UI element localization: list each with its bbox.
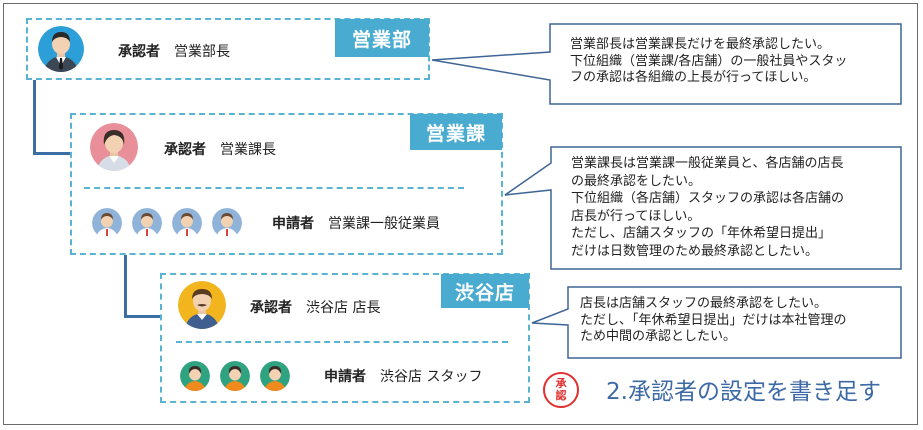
connector-eigyobu-eigyoka — [33, 80, 73, 155]
approver-label: 承認者 — [118, 44, 160, 60]
stamp-char: 認 — [555, 389, 567, 402]
diagram-frame — [3, 3, 918, 425]
callout-eigyobu-line: 下位組織（営業課/各店舗）の一般社員やスタッ — [570, 53, 848, 69]
employee-icon — [172, 208, 202, 238]
callout-eigyoka-line: の最終承認をしたい。 — [571, 173, 702, 189]
approver-label: 承認者 — [250, 300, 292, 316]
approver-label: 承認者 — [164, 142, 206, 158]
store-manager-avatar-icon — [178, 281, 226, 329]
callout-shibuya-line: 店長は店舗スタッフの最終承認をしたい。 — [580, 296, 828, 311]
approval-stamp-icon: 承 認 — [543, 372, 579, 408]
callout-shibuya-line: ため中間の承認としたい。 — [580, 329, 737, 344]
applicant-row-eigyoka: 申請者 営業課一般従業員 — [92, 208, 440, 238]
callout-eigyoka: 営業課長は営業課一般従業員と、各店舗の店長 の最終承認をしたい。 下位組織（各店… — [503, 145, 913, 275]
callout-eigyoka-line: だけは日数管理のため最終承認としたい。 — [571, 243, 819, 259]
connector-eigyoka-shibuya — [124, 255, 163, 318]
callout-eigyoka-line: ただし、店舗スタッフの「年休希望日提出」 — [571, 226, 832, 241]
approver-name: 渋谷店 店長 — [306, 300, 381, 316]
callout-eigyobu-shape — [431, 23, 902, 105]
approver-row-eigyobu: 承認者 営業部長 — [118, 41, 230, 61]
manager-avatar-icon — [38, 26, 84, 72]
employee-icon — [132, 208, 162, 238]
applicant-row-shibuya: 申請者 渋谷店 スタッフ — [180, 361, 482, 391]
step-caption: 2.承認者の設定を書き足す — [606, 379, 881, 405]
callout-eigyobu-line: 営業部長は営業課長だけを最終承認したい。 — [570, 37, 831, 52]
org-box-eigyobu: 営業部 承認者 営業部長 — [26, 18, 430, 80]
applicant-name: 営業課一般従業員 — [328, 216, 440, 232]
org-box-shibuya: 渋谷店 承認者 渋谷店 店長 申請者 渋谷店 スタッフ — [160, 273, 530, 403]
callout-shibuya-shape — [531, 286, 902, 359]
org-tag-eigyobu: 営業部 — [335, 19, 429, 57]
applicant-name: 渋谷店 スタッフ — [380, 369, 483, 385]
callout-eigyobu-line: フの承認は各組織の上長が行ってほしい。 — [570, 70, 817, 85]
applicant-label: 申請者 — [324, 369, 366, 385]
org-tag-shibuya: 渋谷店 — [441, 274, 529, 308]
callout-eigyobu: 営業部長は営業課長だけを最終承認したい。 下位組織（営業課/各店舗）の一般社員や… — [430, 22, 910, 112]
divider-shibuya — [176, 341, 508, 343]
employee-icons — [92, 208, 252, 238]
approver-row-eigyoka: 承認者 営業課長 — [164, 139, 276, 159]
employee-icon — [92, 208, 122, 238]
approver-name: 営業部長 — [174, 44, 230, 60]
staff-icons — [180, 361, 300, 391]
stamp-char: 承 — [555, 377, 567, 390]
callout-shibuya: 店長は店舗スタッフの最終承認をしたい。 ただし、「年休希望日提出」だけは本社管理… — [530, 285, 913, 365]
callout-eigyoka-line: 店長が行ってほしい。 — [571, 208, 701, 224]
approver-row-shibuya: 承認者 渋谷店 店長 — [250, 297, 380, 317]
callout-shibuya-line: ただし、「年休希望日提出」だけは本社管理の — [580, 312, 847, 328]
applicant-label: 申請者 — [272, 216, 314, 232]
divider-eigyoka — [84, 187, 464, 189]
female-manager-avatar-icon — [90, 123, 138, 171]
employee-icon — [212, 208, 242, 238]
org-box-eigyoka: 営業課 承認者 営業課長 申請者 営業課一般従業員 — [70, 113, 503, 255]
staff-icon — [260, 361, 290, 391]
org-tag-eigyoka: 営業課 — [410, 114, 502, 150]
callout-eigyoka-line: 営業課長は営業課一般従業員と、各店舗の店長 — [571, 156, 844, 171]
approver-name: 営業課長 — [220, 142, 276, 158]
staff-icon — [220, 361, 250, 391]
callout-eigyoka-shape — [504, 146, 902, 270]
callout-eigyoka-line: 下位組織（各店舗）スタッフの承認は各店舗の — [571, 191, 845, 206]
staff-icon — [180, 361, 210, 391]
